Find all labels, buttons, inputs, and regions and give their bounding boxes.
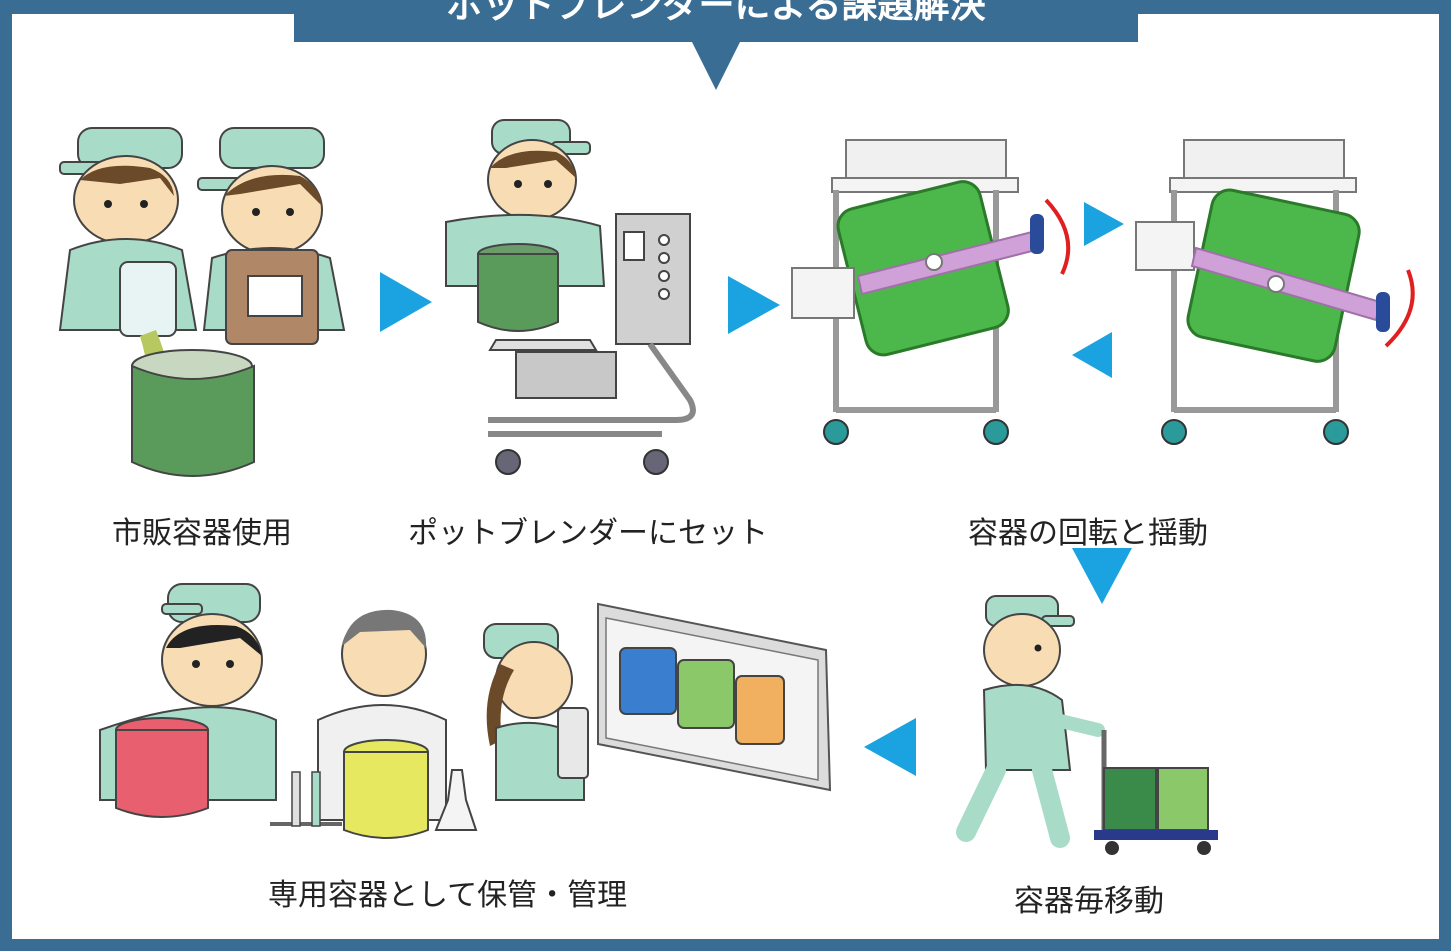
- step-label-4: 容器毎移動: [1014, 884, 1164, 919]
- flow-arrow-4-down: [1072, 548, 1132, 604]
- scene-rotation-oscillation: [791, 139, 1415, 445]
- scene-move-container: [956, 595, 1218, 855]
- scene-storage-management: [99, 583, 832, 839]
- flow-arrow-3-right: [1084, 202, 1124, 246]
- title-banner: [294, 0, 1138, 90]
- flow-arrow-3-left: [1072, 332, 1112, 378]
- step-label-5: 専用容器として保管・管理: [268, 878, 628, 913]
- step-label-1: 市販容器使用: [112, 516, 292, 551]
- flow-arrow-1: [380, 272, 432, 332]
- page-title: ポットブレンダーによる課題解決: [446, 0, 986, 26]
- step-label-2: ポットブレンダーにセット: [408, 516, 768, 551]
- scene-set-on-blender: [445, 119, 696, 475]
- step-label-3: 容器の回転と揺動: [968, 516, 1208, 551]
- flow-arrow-5-left: [864, 718, 916, 776]
- flow-arrow-2: [728, 276, 780, 334]
- scene-commercial-container: [58, 127, 346, 477]
